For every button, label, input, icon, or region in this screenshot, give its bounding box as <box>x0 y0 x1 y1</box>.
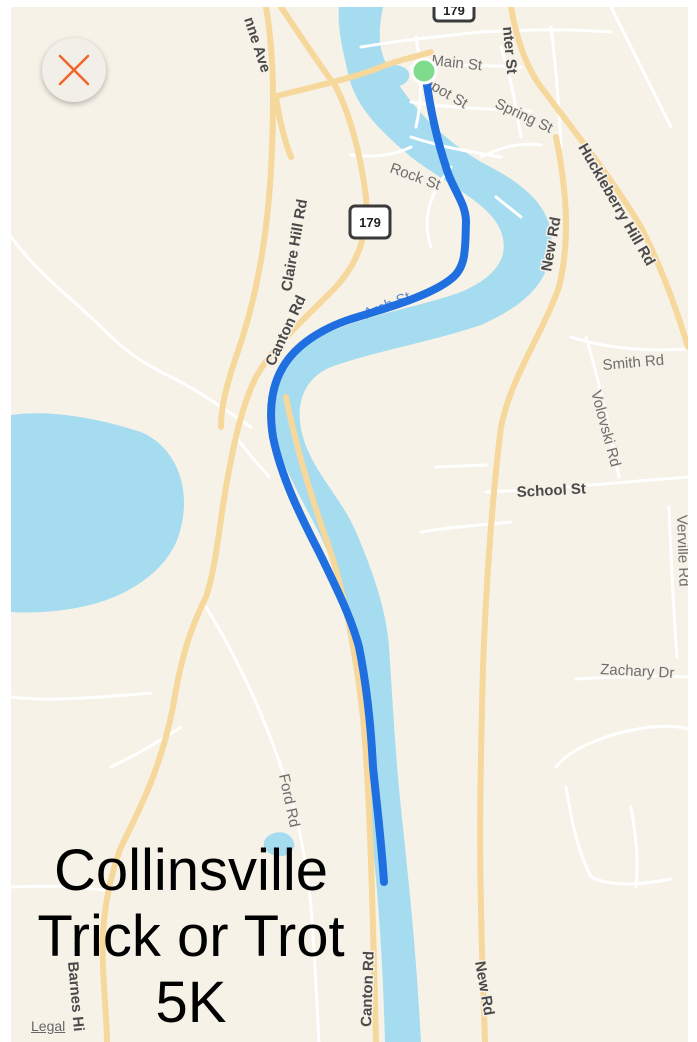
legal-link[interactable]: Legal <box>31 1018 66 1034</box>
map-view[interactable]: Main St nter St epot St Spring St Rock S… <box>11 7 688 1042</box>
shield-middle-number: 179 <box>359 215 381 230</box>
close-button[interactable] <box>42 38 106 102</box>
minor-roads <box>11 7 688 1042</box>
label-main-st: Main St <box>431 52 484 74</box>
label-canton-rd-south: Canton Rd <box>358 951 378 1027</box>
map-canvas[interactable]: Main St nter St epot St Spring St Rock S… <box>11 7 688 1042</box>
label-smith-rd: Smith Rd <box>602 352 665 374</box>
route-shield-middle: 179 <box>348 204 392 240</box>
river <box>271 7 552 1042</box>
label-verville-rd: Verville Rd <box>673 515 688 587</box>
shield-top-number: 179 <box>443 7 465 18</box>
race-title-line2: Trick or Trot <box>37 904 345 969</box>
major-roads <box>99 7 688 1042</box>
race-title: Collinsville Trick or Trot 5K <box>11 838 371 1036</box>
start-marker <box>410 57 438 85</box>
close-icon <box>58 54 90 86</box>
race-title-line3: 5K <box>155 970 227 1035</box>
pond <box>263 832 295 857</box>
race-route <box>267 67 470 886</box>
lake <box>11 413 185 613</box>
race-title-line1: Collinsville <box>54 838 328 903</box>
label-school-st: School St <box>516 480 586 501</box>
route-shield-top: 179 <box>432 7 476 23</box>
label-zachary-dr: Zachary Dr <box>600 661 675 682</box>
